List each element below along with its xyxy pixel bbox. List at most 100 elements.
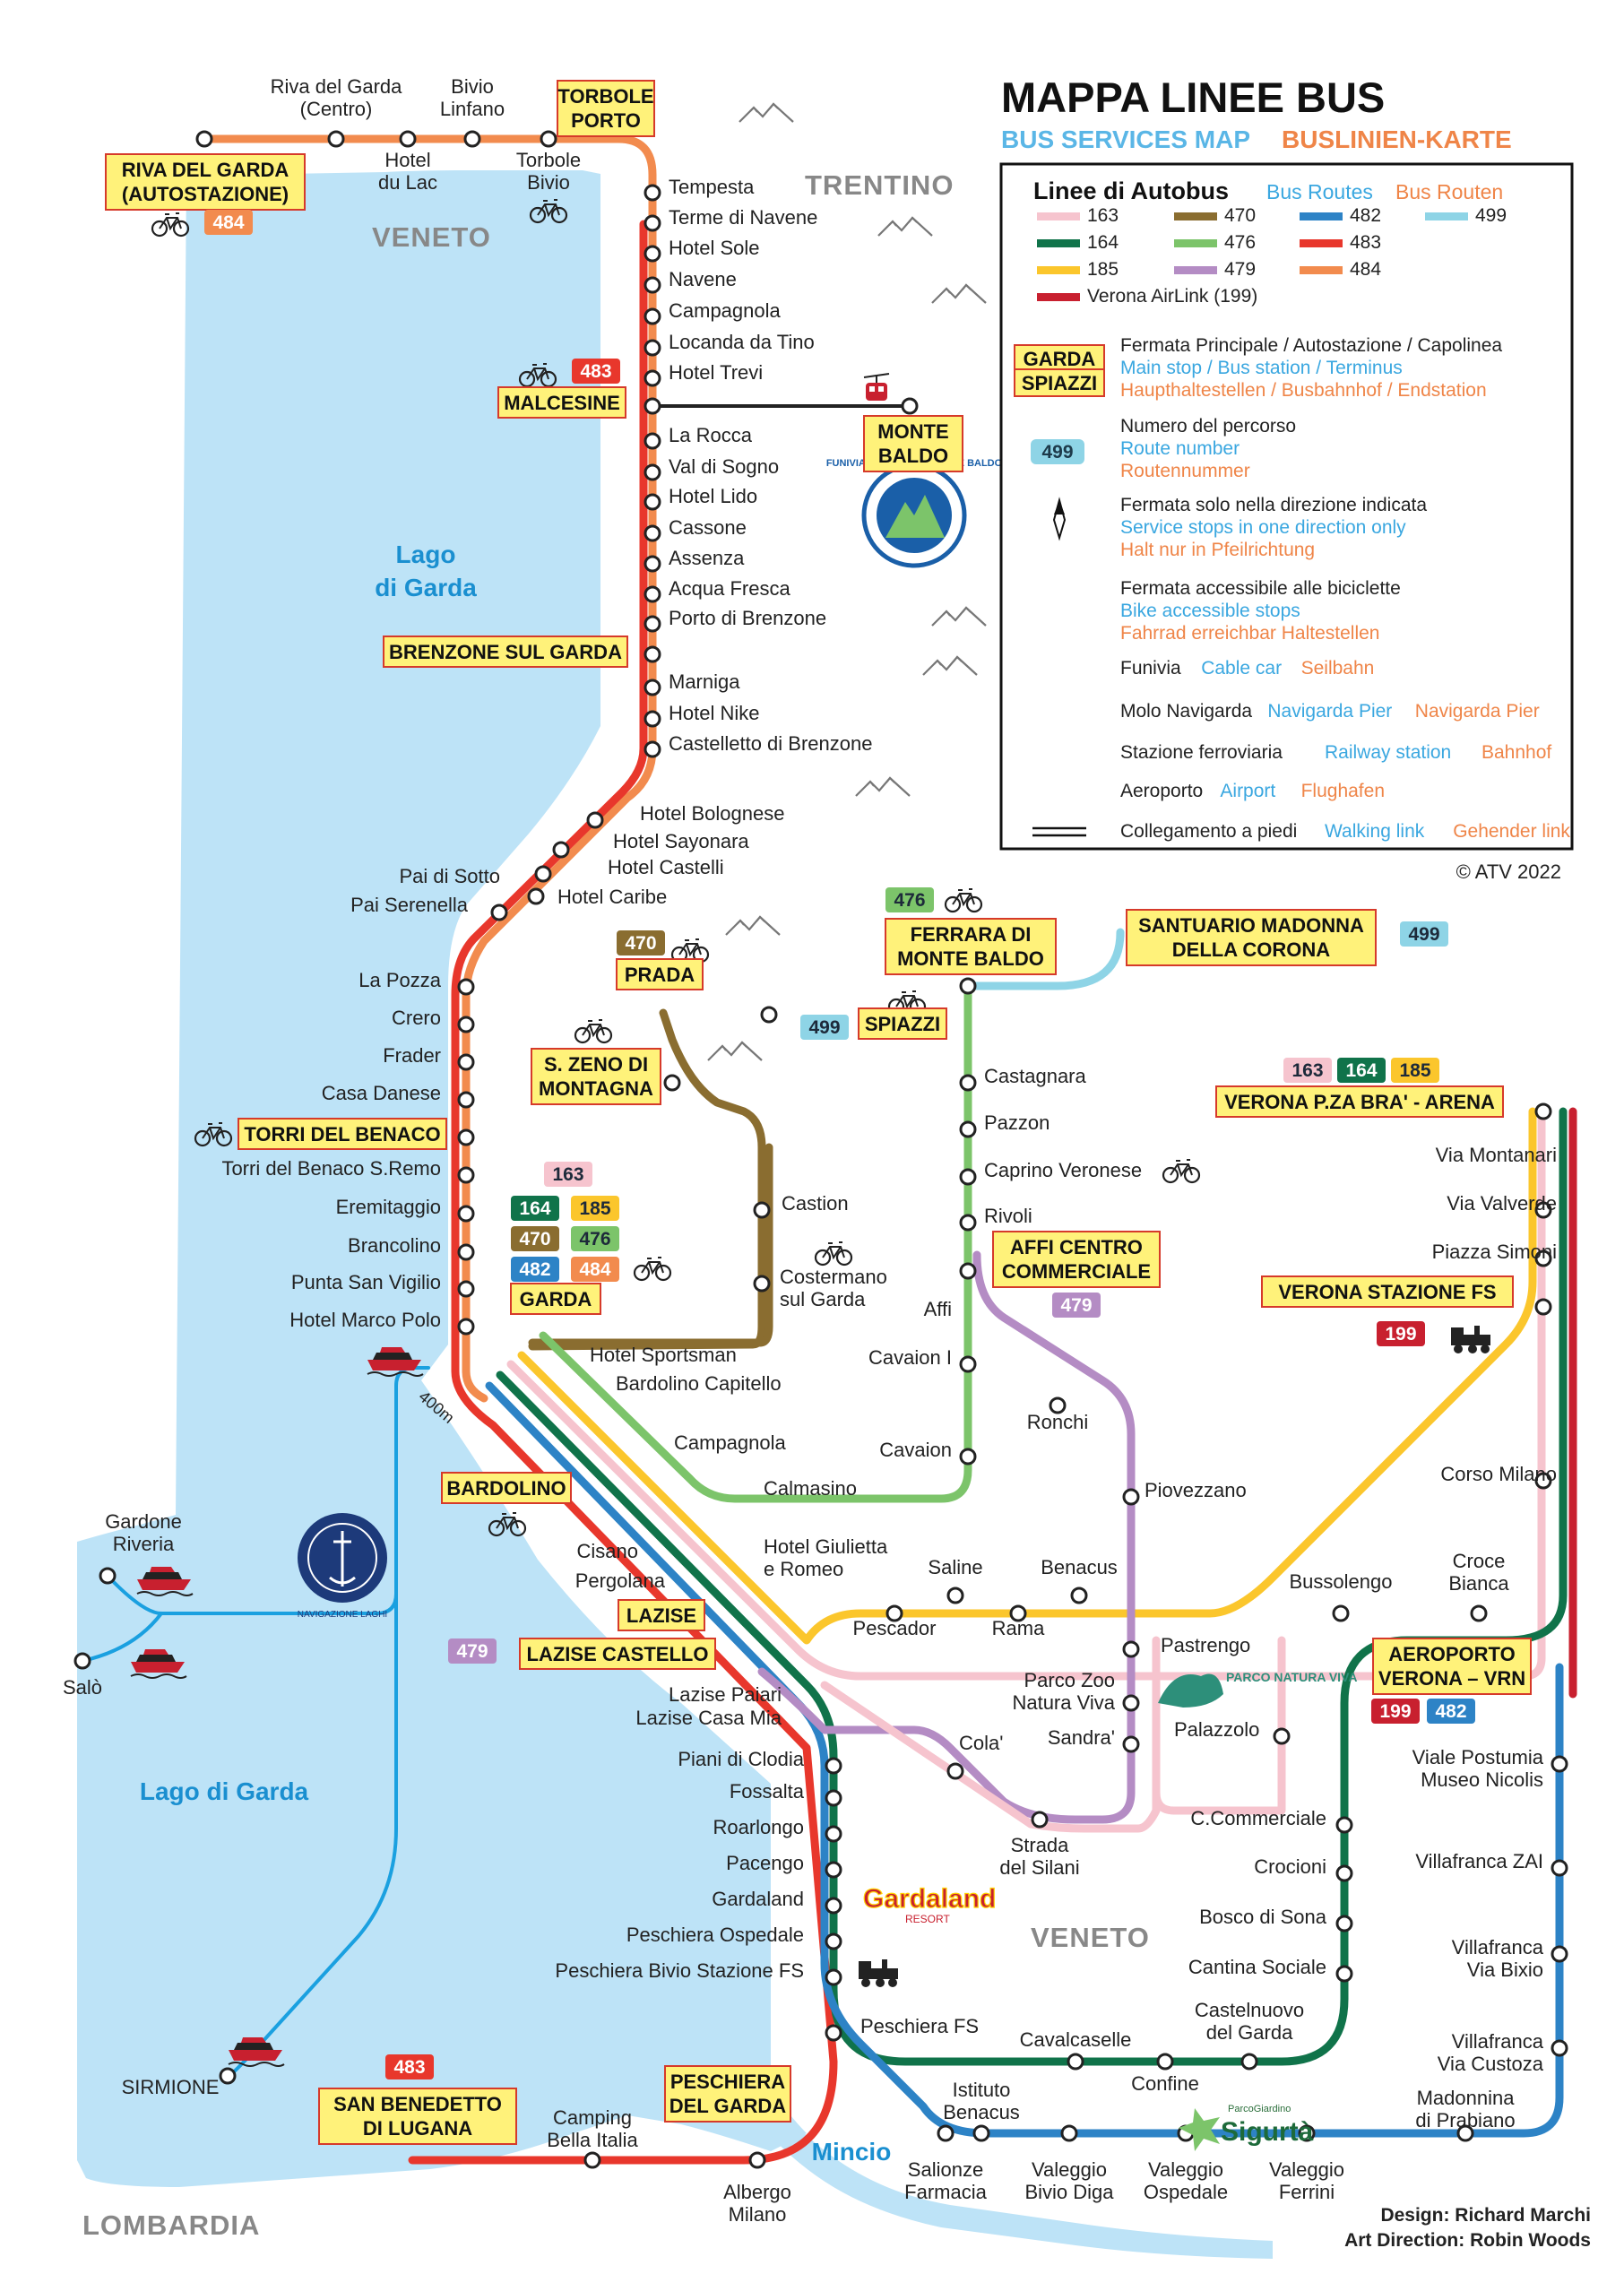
svg-text:Sigurtà: Sigurtà [1221, 2117, 1314, 2147]
legend: Linee di Autobus Bus Routes Bus Routen 1… [999, 162, 1574, 851]
svg-text:BARDOLINO: BARDOLINO [446, 1477, 566, 1500]
svg-text:482: 482 [1350, 205, 1381, 226]
route-badge-479: 479 [448, 1638, 497, 1664]
stop-dot [1240, 2053, 1258, 2071]
svg-text:470: 470 [625, 933, 656, 954]
route-484 [200, 134, 657, 229]
stop-dot [825, 1861, 842, 1879]
stop-label-s19: Marniga [669, 670, 740, 693]
route-185 [517, 1107, 1537, 1645]
stop-dot [490, 904, 508, 921]
stop-dot [825, 1897, 842, 1915]
svg-text:479: 479 [1060, 1295, 1092, 1316]
svg-text:Art Direction: Robin Woods: Art Direction: Robin Woods [1344, 2230, 1591, 2251]
main-stop-veronafs: VERONA STAZIONE FS [1261, 1275, 1514, 1308]
route-482 [485, 1381, 1564, 2138]
stop-label-s14: Hotel Lido [669, 485, 757, 507]
route-badge-199: 199 [1371, 1699, 1420, 1724]
stop-dot [195, 130, 213, 148]
route-badge-185: 185 [1391, 1058, 1439, 1083]
legend-route-476: 476 [1174, 232, 1256, 253]
main-stop-spiazzi: SPIAZZI [858, 1007, 947, 1040]
stop-label-s83: Bosco di Sona [1199, 1906, 1327, 1928]
stop-dot [1534, 1298, 1552, 1316]
legend-item-garda-spiazzi: Fermata Principale / Autostazione / Capo… [1120, 335, 1502, 401]
svg-text:Lago di Garda: Lago di Garda [140, 1777, 309, 1805]
svg-text:163: 163 [552, 1164, 583, 1185]
stop-label-s80: Peschiera FS [860, 2015, 979, 2037]
stop-dot [644, 585, 661, 603]
stop-label-s78: Peschiera Ospedale [626, 1924, 804, 1946]
svg-text:476: 476 [894, 890, 925, 911]
stop-label-s7: Hotel Sole [669, 237, 760, 259]
route-484b [462, 990, 488, 1403]
svg-text:SPIAZZI: SPIAZZI [865, 1013, 940, 1035]
stop-dot [457, 1318, 475, 1336]
svg-text:Collegamento a piedi: Collegamento a piedi [1120, 821, 1297, 842]
main-stop-veronabra: VERONA P.ZA BRA' - ARENA [1215, 1085, 1504, 1118]
svg-text:MALCESINE: MALCESINE [504, 392, 620, 414]
stop-dot [825, 1932, 842, 1950]
train-icon [1451, 1326, 1490, 1353]
stop-label-s41: Castion [782, 1192, 849, 1215]
stop-label-s57: Pergolana [575, 1569, 666, 1592]
legend-route-163: 163 [1037, 205, 1119, 226]
legend-item-arrow: Fermata solo nella direzione indicataSer… [1120, 495, 1427, 560]
main-stop-brenzone: BRENZONE SUL GARDA [383, 636, 628, 668]
stop-label-s22: Hotel Bolognese [640, 802, 784, 825]
route-badge-499: 499 [1400, 921, 1448, 947]
stop-dot [463, 130, 481, 148]
svg-text:499: 499 [808, 1017, 840, 1038]
svg-text:499: 499 [1041, 442, 1073, 463]
stop-dot [1070, 1587, 1088, 1604]
route-badge-470: 470 [511, 1226, 559, 1251]
route-badge-199: 199 [1377, 1321, 1425, 1346]
stop-dot [1122, 1694, 1140, 1712]
stop-dot [644, 555, 661, 573]
legend-route-499: 499 [1425, 205, 1507, 226]
legend-route-185: 185 [1037, 259, 1119, 280]
gardaland-logo: Gardaland RESORT [862, 1883, 997, 1925]
stop-dot [1122, 1640, 1140, 1658]
legend-route-482: 482 [1300, 205, 1381, 226]
legend-item-bike: Fermata accessibile alle bicicletteBike … [1120, 578, 1401, 644]
svg-text:DEL GARDA: DEL GARDA [669, 2095, 786, 2117]
route-499 [963, 928, 1125, 990]
svg-text:476: 476 [579, 1229, 610, 1249]
bike-icon [151, 212, 190, 238]
stop-label-s82: Crocioni [1254, 1855, 1326, 1878]
bike-icon [574, 1018, 613, 1044]
stop-label-s61: Pescador [853, 1617, 937, 1639]
cablecar-icon [863, 373, 890, 402]
stop-label-s12: La Rocca [669, 424, 753, 446]
page-title: MAPPA LINEE BUS [1001, 73, 1385, 121]
stop-dot [1335, 1965, 1353, 1983]
svg-text:185: 185 [1087, 259, 1119, 280]
svg-text:Halt nur in Pfeilrichtung: Halt nur in Pfeilrichtung [1120, 540, 1315, 560]
legend-route-484: 484 [1300, 259, 1381, 280]
stop-dot [99, 1567, 117, 1585]
svg-text:FERRARA DI: FERRARA DI [911, 923, 1032, 946]
svg-text:164: 164 [1087, 232, 1119, 253]
stop-dot [1551, 1859, 1568, 1877]
ferry-line [81, 1612, 163, 1663]
stop-dot [552, 841, 570, 859]
stop-label-s26: Pai di Sotto [399, 865, 500, 887]
svg-text:Mincio: Mincio [812, 2138, 892, 2166]
svg-text:MONTAGNA: MONTAGNA [539, 1077, 653, 1100]
svg-text:Cable car: Cable car [1201, 658, 1282, 679]
svg-text:Navigarda Pier: Navigarda Pier [1267, 701, 1392, 722]
stop-dot [1335, 1864, 1353, 1882]
stop-label-s27: Pai Serenella [350, 894, 469, 916]
svg-text:Bike accessible stops: Bike accessible stops [1120, 601, 1300, 621]
